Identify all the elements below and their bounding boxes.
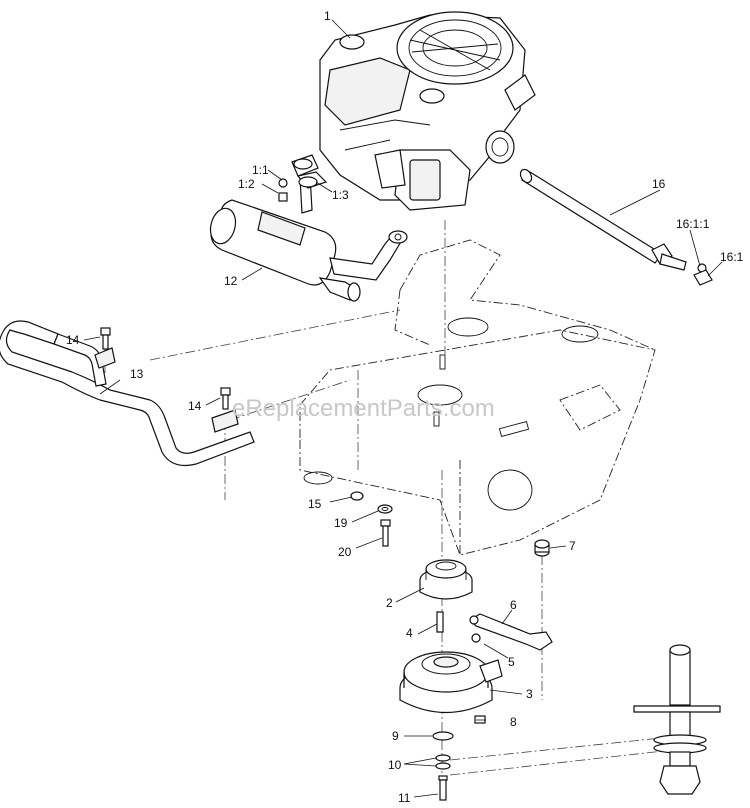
callout-16: 16 <box>652 177 666 191</box>
leader-lines <box>83 19 723 798</box>
callout-1: 1 <box>324 9 331 23</box>
callout-13: 13 <box>130 367 144 381</box>
pulley <box>419 559 473 600</box>
callout-20: 20 <box>338 545 352 559</box>
deck-fasteners <box>350 491 393 547</box>
callout-4: 4 <box>406 626 413 640</box>
callout-8: 8 <box>510 715 517 729</box>
clutch-hardware <box>432 715 486 801</box>
callout-14-upper: 14 <box>66 333 80 347</box>
callout-labels: 1 1:1 1:2 1:3 2 3 4 5 6 7 8 9 10 11 12 1… <box>66 9 744 805</box>
electric-clutch <box>399 651 503 713</box>
handle-bar <box>0 320 255 467</box>
callout-19: 19 <box>334 516 348 530</box>
callout-1-2: 1:2 <box>238 177 255 191</box>
callout-16-1: 16:1 <box>720 250 744 264</box>
callout-12: 12 <box>224 274 238 288</box>
clutch-arm <box>469 613 553 651</box>
callout-15: 15 <box>308 497 322 511</box>
callout-3: 3 <box>526 687 533 701</box>
nut <box>534 539 550 557</box>
callout-6: 6 <box>510 598 517 612</box>
spindle-shaft <box>633 644 721 795</box>
callout-16-1-1: 16:1:1 <box>676 217 710 231</box>
deck-frame <box>299 239 656 556</box>
key <box>436 611 444 633</box>
callout-1-3: 1:3 <box>332 188 349 202</box>
callout-5: 5 <box>508 655 515 669</box>
engine <box>319 11 536 211</box>
callout-9: 9 <box>392 729 399 743</box>
handle-bolts <box>100 327 231 410</box>
callout-10: 10 <box>388 758 402 772</box>
callout-1-1: 1:1 <box>252 163 269 177</box>
watermark: eReplacementParts.com <box>232 395 495 422</box>
alignment-lines <box>104 220 691 790</box>
callout-11: 11 <box>398 791 411 805</box>
callout-14-lower: 14 <box>188 399 202 413</box>
callout-7: 7 <box>569 539 576 553</box>
callout-2: 2 <box>386 596 393 610</box>
extension-shaft <box>519 168 713 286</box>
muffler <box>209 199 408 302</box>
